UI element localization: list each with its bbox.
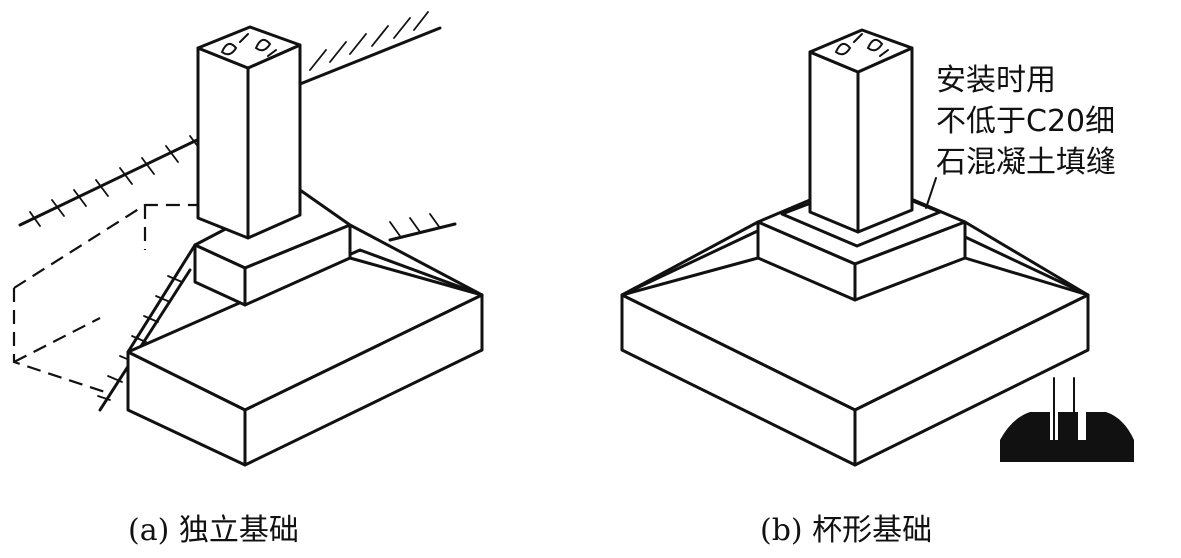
cup-base-front-right xyxy=(853,293,1090,467)
column-a-top xyxy=(196,25,302,70)
column-a-front-left xyxy=(196,46,250,240)
trench-outline xyxy=(12,203,218,394)
caption-isolated-footing: (a) 独立基础 xyxy=(128,513,299,548)
cup-section-detail xyxy=(1000,377,1134,462)
annotation-leader xyxy=(925,177,937,209)
cup-footing-drawing xyxy=(620,28,1134,467)
column-b-front-left xyxy=(808,50,860,234)
column-b-front-right xyxy=(856,46,914,234)
footing-lower-step-front-right xyxy=(243,293,484,467)
column-b-top xyxy=(808,28,914,74)
column-a-front-right xyxy=(246,43,302,240)
grout-annotation: 安装时用 不低于C20细 石混凝土填缝 xyxy=(936,60,1116,183)
cup-pedestal-front-right xyxy=(853,220,967,302)
footing-upper-step-front-right xyxy=(243,223,352,307)
annotation-line-2: 不低于C20细 xyxy=(936,104,1116,139)
rebar-marks-b xyxy=(834,33,889,57)
caption-cup-footing: (b) 杯形基础 xyxy=(760,513,933,548)
annotation-line-3: 石混凝土填缝 xyxy=(936,145,1116,180)
isolated-footing-drawing xyxy=(12,11,484,467)
annotation-line-1: 安装时用 xyxy=(936,63,1056,98)
rebar-marks-a xyxy=(220,33,277,57)
